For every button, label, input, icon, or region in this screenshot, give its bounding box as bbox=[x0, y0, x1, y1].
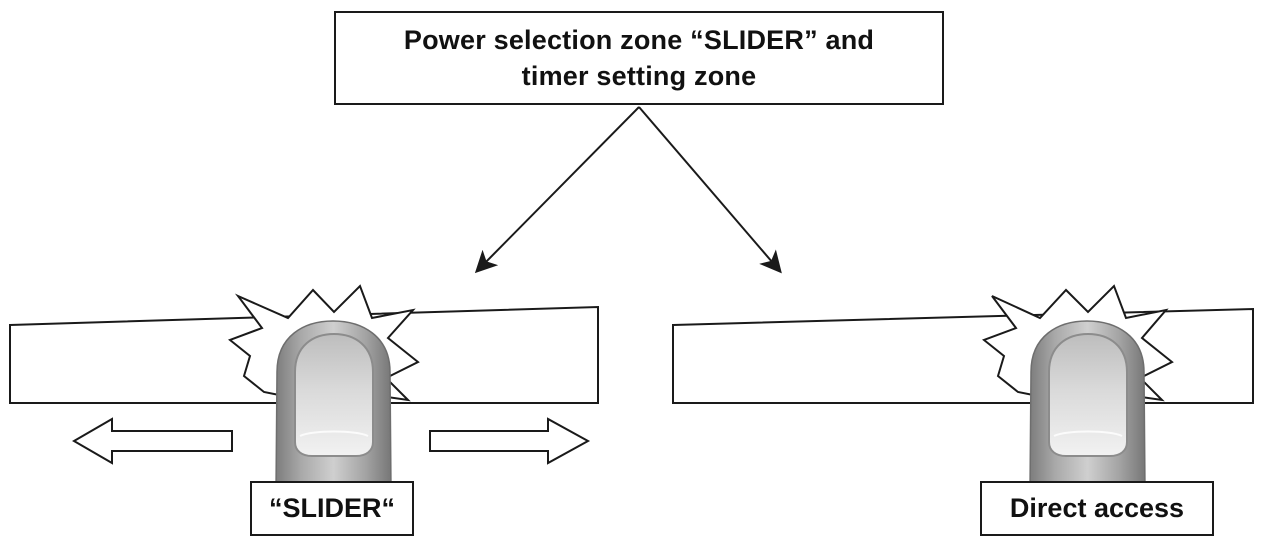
slider-label: “SLIDER“ bbox=[250, 481, 414, 536]
left-arrow-icon[interactable] bbox=[72, 417, 233, 465]
fingertip-icon bbox=[1029, 320, 1146, 491]
title-line-1: Power selection zone “SLIDER” and bbox=[403, 25, 875, 55]
connector-arrow-right bbox=[638, 106, 782, 274]
title-text: Power selection zone “SLIDER” and timer … bbox=[404, 22, 874, 94]
right-arrow-icon[interactable] bbox=[429, 417, 591, 465]
title-box: Power selection zone “SLIDER” and timer … bbox=[334, 11, 944, 105]
connector-arrows bbox=[474, 106, 782, 274]
left-panel bbox=[9, 284, 599, 491]
direct-access-label: Direct access bbox=[980, 481, 1214, 536]
connector-arrow-left bbox=[474, 106, 640, 274]
title-line-2: timer setting zone bbox=[521, 61, 757, 91]
right-panel bbox=[672, 284, 1254, 491]
fingertip-icon bbox=[275, 320, 392, 491]
